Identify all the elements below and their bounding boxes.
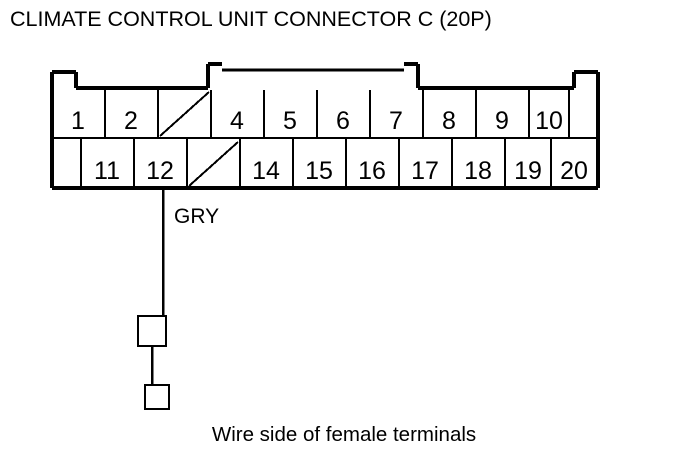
terminal-symbols — [137, 315, 170, 410]
center-latch — [206, 62, 420, 88]
diagram-caption: Wire side of female terminals — [211, 423, 477, 446]
wire-color-label: GRY — [174, 205, 219, 228]
pin-label-19: 19 — [514, 157, 542, 185]
pin-label-17: 17 — [411, 157, 439, 185]
pin-label-11: 11 — [94, 157, 120, 185]
unused-cavity-3 — [159, 91, 210, 137]
pin-label-5: 5 — [283, 107, 297, 135]
connector-shell — [50, 70, 600, 190]
pin-label-15: 15 — [305, 157, 333, 185]
pin-label-18: 18 — [464, 157, 492, 185]
pin-label-7: 7 — [389, 107, 403, 135]
top-row: 1 2 4 5 6 7 8 9 10 — [52, 90, 598, 139]
page-title: CLIMATE CONTROL UNIT CONNECTOR C (20P) — [10, 7, 492, 31]
pin-label-12: 12 — [146, 157, 174, 185]
pin-label-8: 8 — [442, 107, 456, 135]
unused-cavity-13 — [188, 141, 239, 187]
wire-lead: GRY — [161, 188, 219, 316]
pin-label-6: 6 — [336, 107, 350, 135]
pin-label-1: 1 — [71, 107, 85, 135]
pin-label-9: 9 — [495, 107, 509, 135]
pin-label-10: 10 — [535, 107, 563, 135]
pin-label-16: 16 — [358, 157, 386, 185]
pin-label-14: 14 — [252, 157, 280, 185]
pin-label-2: 2 — [124, 107, 138, 135]
bottom-row: 11 12 14 15 16 17 18 19 20 — [80, 138, 588, 188]
lower-terminal — [144, 384, 170, 410]
upper-terminal — [137, 315, 167, 347]
pin-label-20: 20 — [560, 157, 588, 185]
pin-label-4: 4 — [230, 107, 244, 135]
